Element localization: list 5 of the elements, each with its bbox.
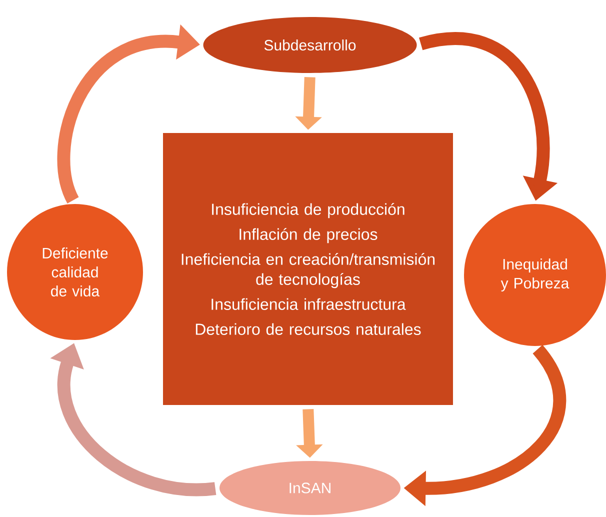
- cause-box: Insuficiencia de producción Inflación de precios Ineficiencia en creación/transmisión de tecnologías Insuficiencia infraestructura Deterioro de recursos naturales: [163, 133, 453, 405]
- ellipse-node: InSAN: [220, 461, 400, 515]
- ellipse-node: Subdesarrollo: [203, 17, 417, 73]
- circle-node: Deficiente calidad de vida: [7, 204, 143, 340]
- circle-node: Inequidad y Pobreza: [464, 204, 606, 346]
